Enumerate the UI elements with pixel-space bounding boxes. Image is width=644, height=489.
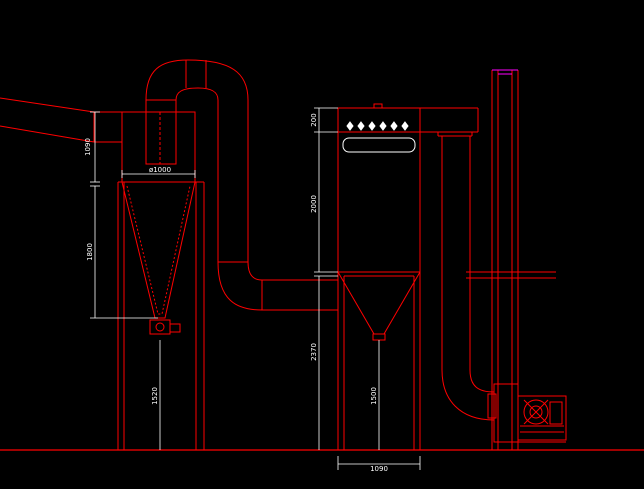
cyclone-separator [117,111,205,450]
dim-text-7: 2370 [310,343,318,361]
dim-text-9: 1090 [370,465,388,473]
dim-text-8: 1500 [370,387,378,405]
dim-text-1: 1090 [84,138,92,156]
dim-text-5: 200 [310,113,318,126]
bag-filter [337,103,495,450]
dimension-lines [90,107,421,470]
dim-text-6: 2000 [310,195,318,213]
dim-text-2: 1800 [86,243,94,261]
exhaust-fan [487,383,567,443]
inlet-duct [0,97,122,143]
nozzle-row [346,121,409,131]
connecting-duct [145,59,338,311]
dim-text-4: 1520 [151,387,159,405]
exhaust-stack [466,69,556,450]
dim-text-3: ø1000 [149,166,171,174]
